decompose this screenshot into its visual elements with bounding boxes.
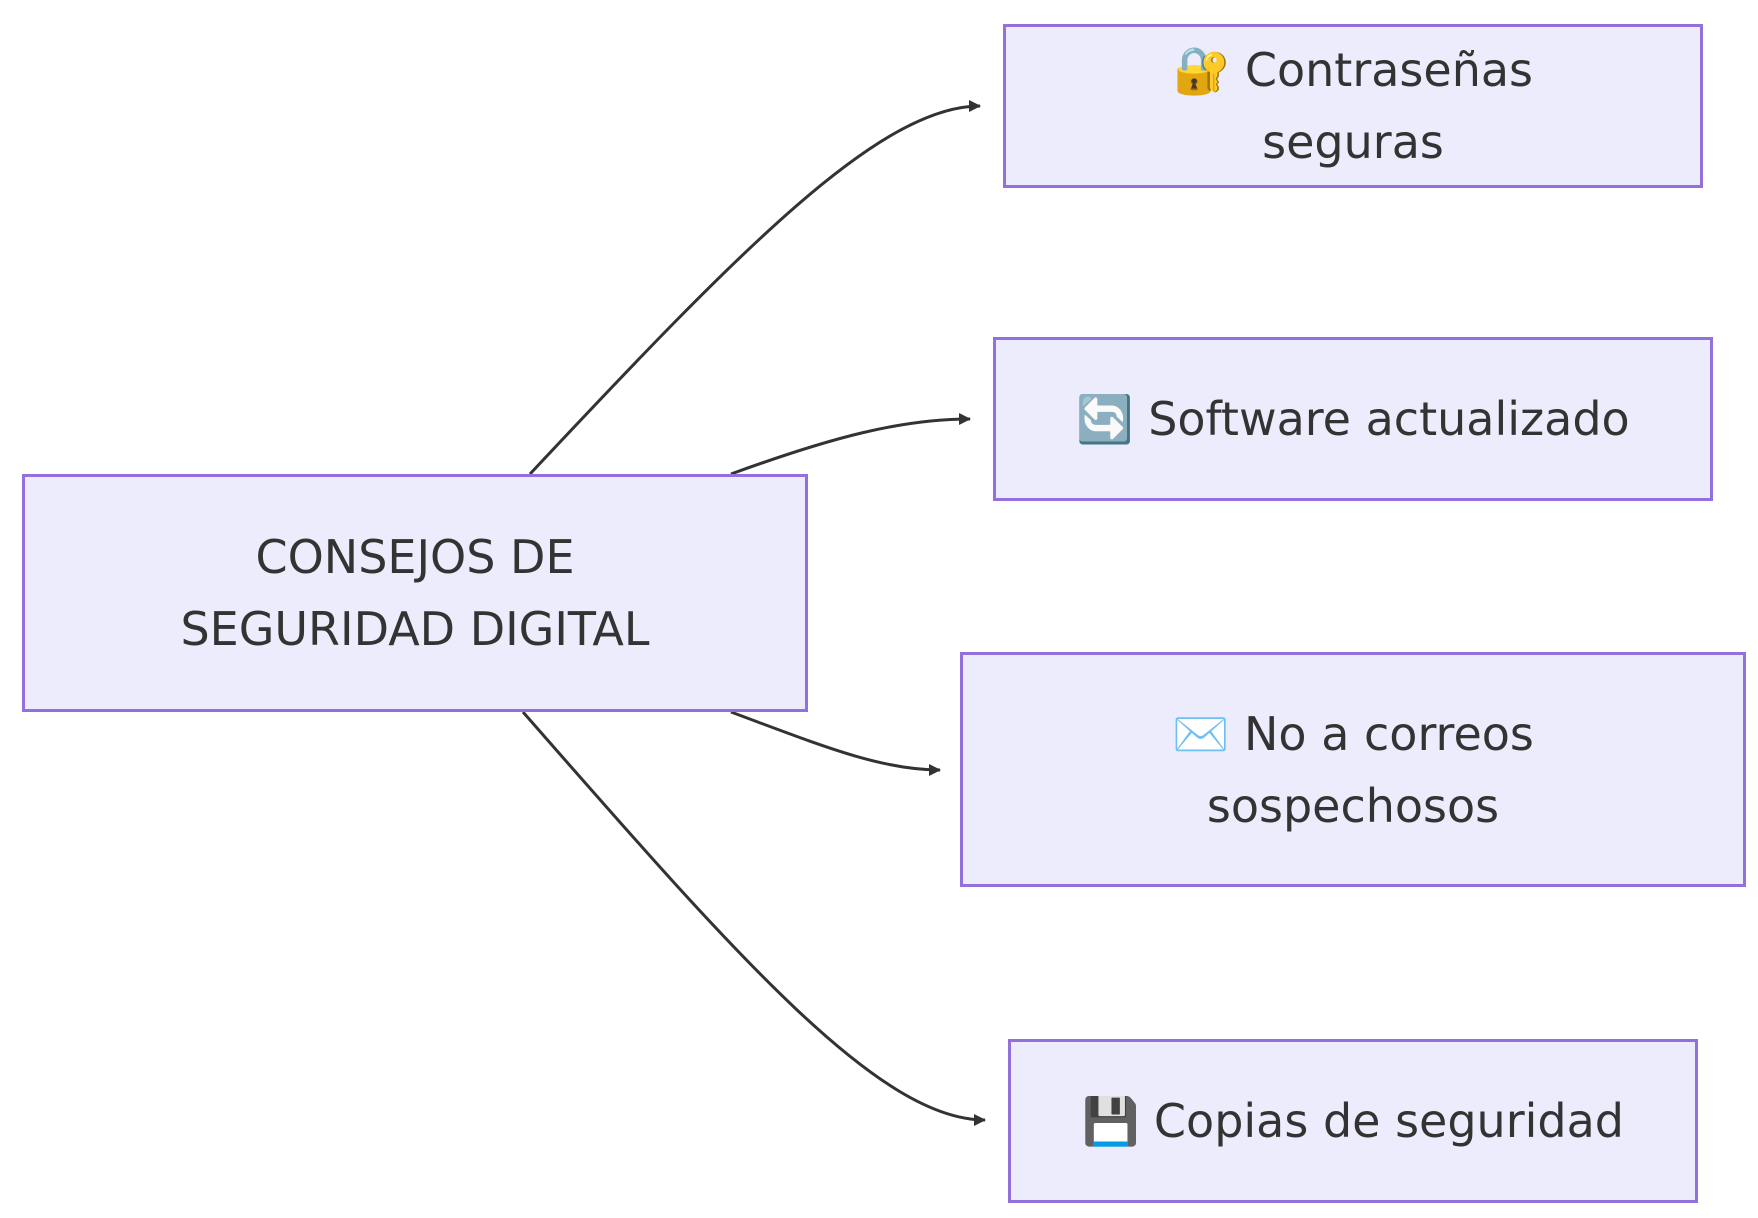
node-copias-de-seguridad: 💾 Copias de seguridad [1008, 1039, 1698, 1203]
edge-root-to-correos [730, 710, 941, 776]
node-software-actualizado: 🔄 Software actualizado [993, 337, 1713, 501]
node-no-a-correos-sospechosos-label: ✉️ No a correos sospechosos [1172, 706, 1534, 833]
node-contrasenas-seguras: 🔐 Contraseñas seguras [1003, 24, 1703, 188]
edge-root-to-software [730, 413, 971, 476]
node-no-a-correos-sospechosos: ✉️ No a correos sospechosos [960, 652, 1746, 887]
root-node: CONSEJOS DE SEGURIDAD DIGITAL [22, 474, 808, 712]
root-node-label: CONSEJOS DE SEGURIDAD DIGITAL [180, 530, 650, 656]
edge-root-to-contrasenas [528, 100, 981, 476]
node-software-actualizado-label: 🔄 Software actualizado [1076, 392, 1630, 446]
node-contrasenas-seguras-label: 🔐 Contraseñas seguras [1172, 43, 1534, 169]
edge-root-to-copias [521, 711, 986, 1126]
node-copias-de-seguridad-label: 💾 Copias de seguridad [1082, 1094, 1624, 1148]
